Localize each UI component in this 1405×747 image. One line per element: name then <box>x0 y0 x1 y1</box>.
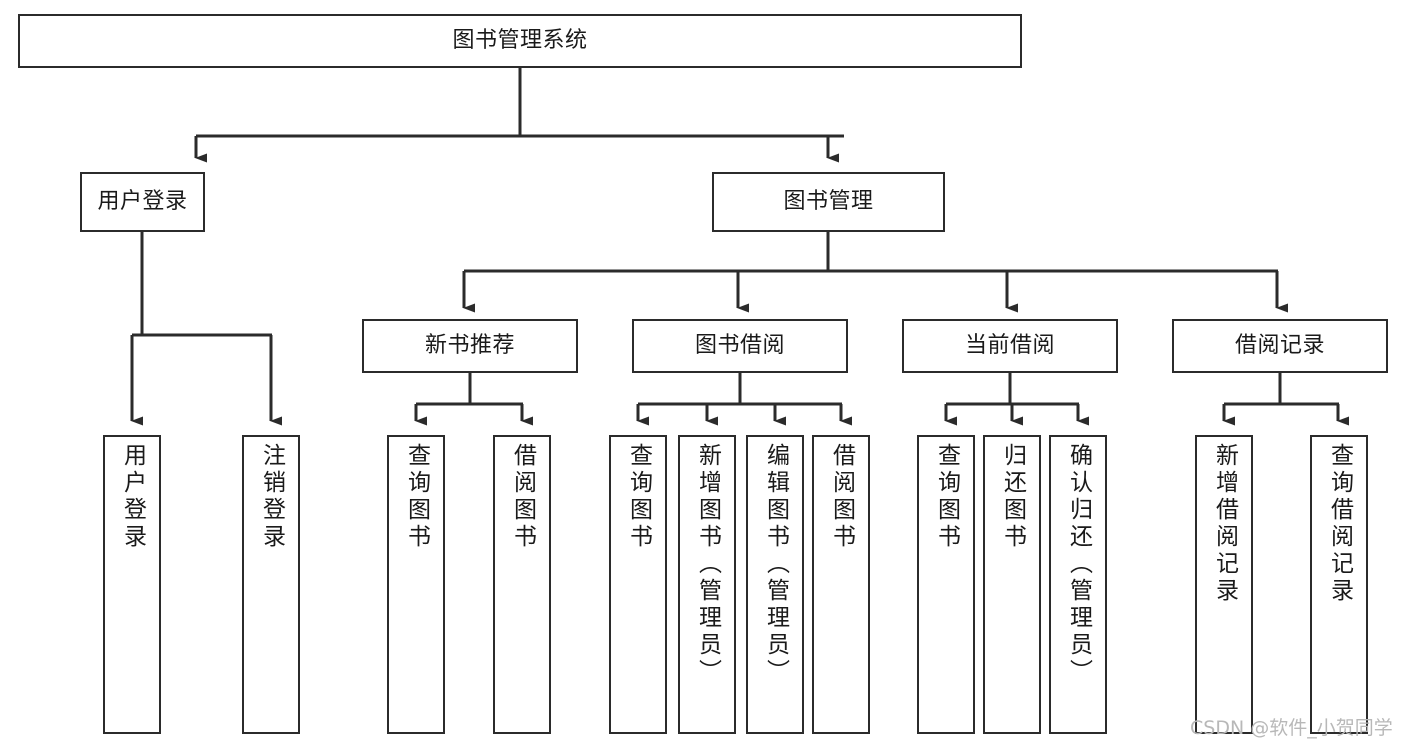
node-leaf-return-book-label: 归还图书 <box>999 443 1026 551</box>
node-borrow-record-label: 借阅记录 <box>1234 333 1325 359</box>
node-leaf-add-book-admin-label: 新增图书（管理员） <box>694 443 721 686</box>
node-leaf-query-borrow-record[interactable]: 查询借阅记录 <box>1310 435 1368 734</box>
node-book-manage[interactable]: 图书管理 <box>712 172 945 232</box>
node-current-borrow[interactable]: 当前借阅 <box>902 319 1118 373</box>
node-leaf-query-book-borrow[interactable]: 查询图书 <box>609 435 667 734</box>
node-leaf-query-book-borrow-label: 查询图书 <box>625 443 652 551</box>
node-borrow-record[interactable]: 借阅记录 <box>1172 319 1388 373</box>
node-leaf-borrow-book[interactable]: 借阅图书 <box>812 435 870 734</box>
node-leaf-confirm-return-admin-label: 确认归还（管理员） <box>1065 443 1092 686</box>
node-root[interactable]: 图书管理系统 <box>18 14 1022 68</box>
node-leaf-add-book-admin[interactable]: 新增图书（管理员） <box>678 435 736 734</box>
node-leaf-logout[interactable]: 注销登录 <box>242 435 300 734</box>
node-leaf-confirm-return-admin[interactable]: 确认归还（管理员） <box>1049 435 1107 734</box>
node-book-borrow-label: 图书借阅 <box>694 333 785 359</box>
node-user-login-label: 用户登录 <box>97 189 188 215</box>
node-leaf-query-book-current-label: 查询图书 <box>933 443 960 551</box>
node-leaf-borrow-book-rec[interactable]: 借阅图书 <box>493 435 551 734</box>
node-leaf-edit-book-admin-label: 编辑图书（管理员） <box>762 443 789 686</box>
node-current-borrow-label: 当前借阅 <box>964 333 1055 359</box>
node-leaf-add-borrow-record[interactable]: 新增借阅记录 <box>1195 435 1253 734</box>
node-root-label: 图书管理系统 <box>452 28 588 54</box>
node-leaf-query-borrow-record-label: 查询借阅记录 <box>1326 443 1353 605</box>
node-leaf-query-book-rec-label: 查询图书 <box>403 443 430 551</box>
node-leaf-add-borrow-record-label: 新增借阅记录 <box>1211 443 1238 605</box>
node-leaf-borrow-book-label: 借阅图书 <box>828 443 855 551</box>
node-leaf-query-book-current[interactable]: 查询图书 <box>917 435 975 734</box>
node-leaf-query-book-rec[interactable]: 查询图书 <box>387 435 445 734</box>
node-book-manage-label: 图书管理 <box>783 189 874 215</box>
node-leaf-edit-book-admin[interactable]: 编辑图书（管理员） <box>746 435 804 734</box>
node-leaf-user-login-label: 用户登录 <box>119 443 146 551</box>
node-leaf-logout-label: 注销登录 <box>258 443 285 551</box>
node-leaf-borrow-book-rec-label: 借阅图书 <box>509 443 536 551</box>
node-leaf-user-login[interactable]: 用户登录 <box>103 435 161 734</box>
node-leaf-return-book[interactable]: 归还图书 <box>983 435 1041 734</box>
node-user-login[interactable]: 用户登录 <box>80 172 205 232</box>
node-new-book-recommend-label: 新书推荐 <box>424 333 515 359</box>
node-book-borrow[interactable]: 图书借阅 <box>632 319 848 373</box>
node-new-book-recommend[interactable]: 新书推荐 <box>362 319 578 373</box>
